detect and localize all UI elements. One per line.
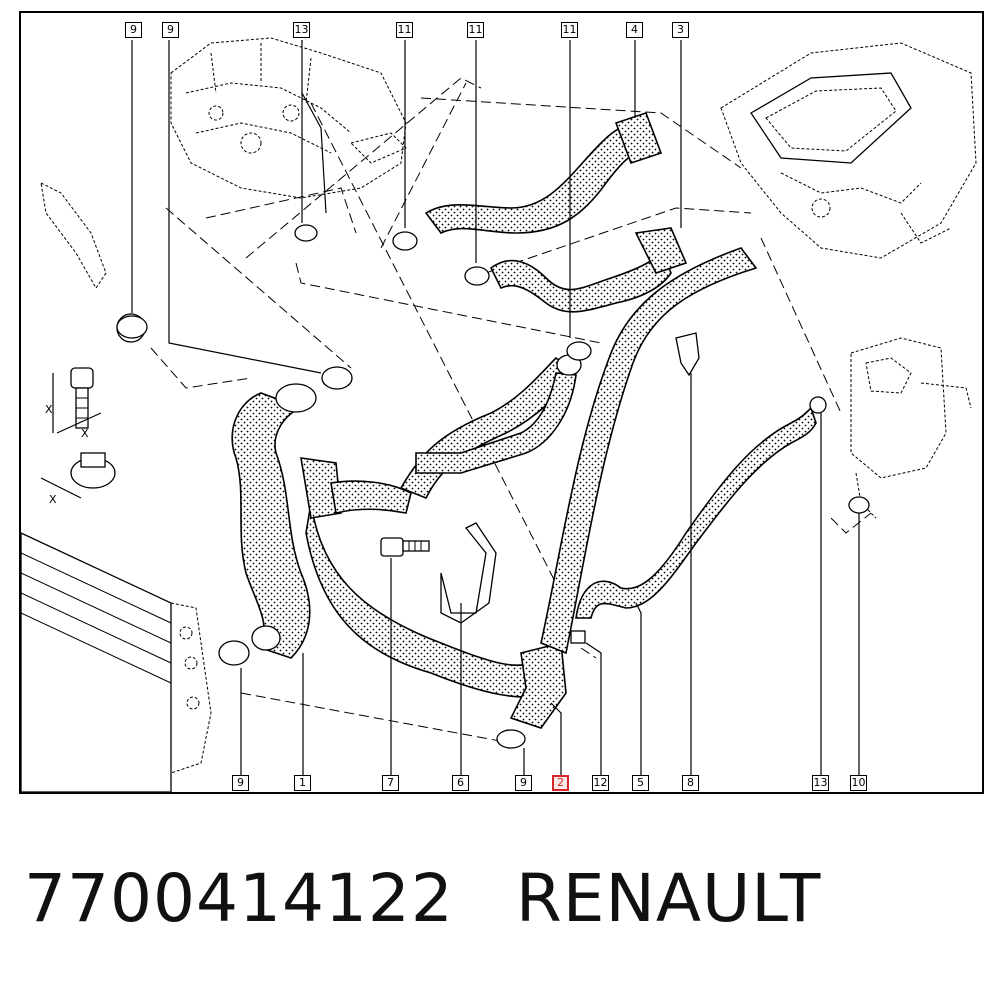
engine-block-sketch [170, 37, 407, 199]
callout-9-clamp-upper[interactable]: 9 [162, 22, 179, 38]
radiator-sketch [21, 532, 212, 792]
bolt-detail [40, 367, 116, 499]
heater-unit-sketch [720, 42, 977, 259]
clip-8 [675, 332, 700, 377]
callout-1-radiator-hose[interactable]: 1 [294, 775, 311, 791]
dim-mark-x-2: X [81, 427, 89, 440]
bracket-6 [440, 522, 497, 624]
dim-mark-x-1: X [45, 403, 53, 416]
hose-y-junction [399, 354, 582, 500]
callout-9-clamp-lower[interactable]: 9 [232, 775, 249, 791]
callout-7-bolt[interactable]: 7 [382, 775, 399, 791]
assembly-lines [150, 77, 872, 744]
callout-9-clamp-bottom[interactable]: 9 [515, 775, 532, 791]
callout-3-heater-hose[interactable]: 3 [672, 22, 689, 38]
callout-6-bracket[interactable]: 6 [452, 775, 469, 791]
footer-caption: 7700414122 RENAULT [24, 860, 821, 937]
exploded-hose-diagram: X X X [21, 37, 977, 792]
callout-12-clip[interactable]: 12 [592, 775, 609, 791]
callout-11-clamp-b[interactable]: 11 [467, 22, 484, 38]
callout-13-clip-lower[interactable]: 13 [812, 775, 829, 791]
part-number: 7700414122 [24, 860, 454, 937]
hose-clamps [116, 224, 870, 749]
bolt-7 [380, 537, 430, 557]
callout-10-clamp-tank[interactable]: 10 [850, 775, 867, 791]
callout-2-main-hose-highlighted[interactable]: 2 [552, 775, 569, 791]
callout-4-heater-hose[interactable]: 4 [626, 22, 643, 38]
callout-5-tank-hose[interactable]: 5 [632, 775, 649, 791]
expansion-tank-sketch [850, 337, 972, 519]
hose-5 [575, 406, 817, 619]
hose-4 [424, 111, 663, 235]
hose-1 [231, 383, 317, 659]
callout-13-clip-upper[interactable]: 13 [293, 22, 310, 38]
callout-9-clamp-left[interactable]: 9 [125, 22, 142, 38]
brand-name: RENAULT [515, 860, 822, 937]
callout-11-clamp-a[interactable]: 11 [396, 22, 413, 38]
dim-mark-x-3: X [49, 493, 57, 506]
callout-11-clamp-c[interactable]: 11 [561, 22, 578, 38]
callout-8-clip[interactable]: 8 [682, 775, 699, 791]
hose-2 [300, 247, 758, 729]
diagram-frame: X X X [19, 11, 984, 794]
hose-3 [489, 227, 688, 313]
leader-lines [131, 40, 860, 775]
